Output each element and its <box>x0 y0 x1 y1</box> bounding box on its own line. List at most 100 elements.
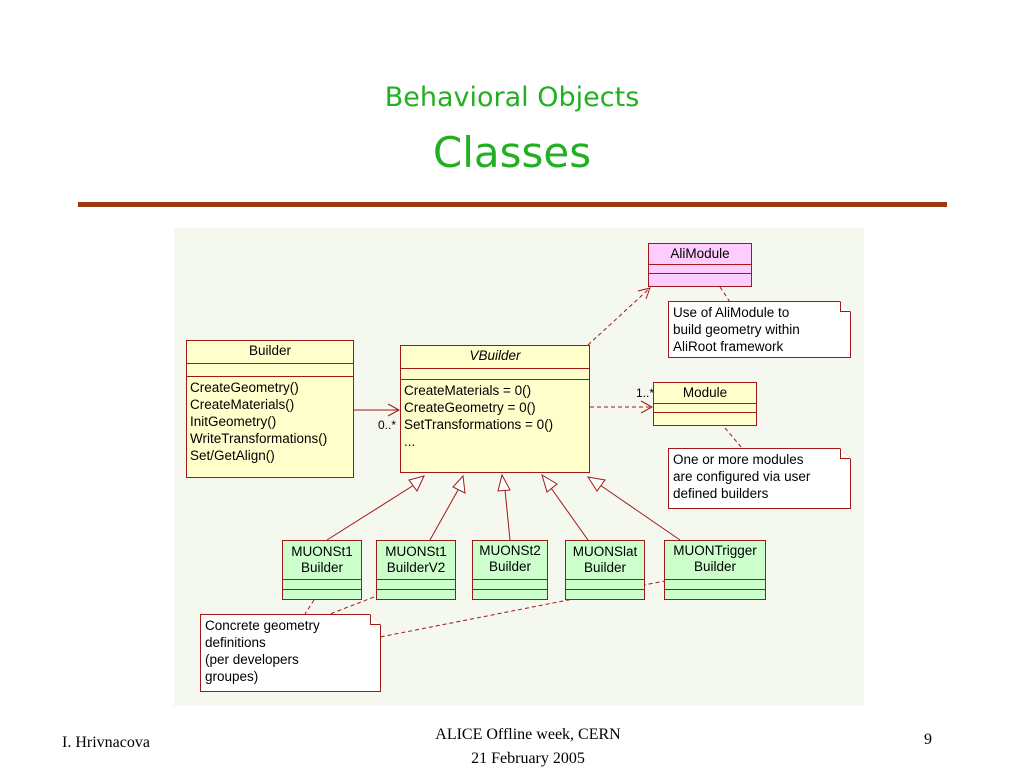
generalization-arrowhead-slat <box>541 473 558 493</box>
footer-event: ALICE Offline week, CERN 21 February 200… <box>0 723 1024 771</box>
note-fold-icon <box>840 448 851 459</box>
class-builder[interactable]: Builder CreateGeometry() CreateMaterials… <box>186 340 354 478</box>
class-muonslat-builder[interactable]: MUONSlat Builder <box>565 540 645 600</box>
operation: CreateMaterials() <box>190 397 295 412</box>
note-fold-icon <box>840 301 851 312</box>
operations-compartment <box>473 589 547 600</box>
note-line: build geometry within <box>673 322 800 337</box>
generalization-st1 <box>326 484 415 541</box>
note-fold-icon <box>370 614 381 625</box>
class-name-line: MUONSlat <box>572 544 638 559</box>
note-concrete-geometry: Concrete geometry definitions (per devel… <box>200 614 381 692</box>
class-muonst1-builder[interactable]: MUONSt1 Builder <box>282 540 362 600</box>
footer-event-line: ALICE Offline week, CERN <box>435 726 621 743</box>
note-anchor-st1v2 <box>329 586 401 615</box>
operations-compartment <box>283 589 361 600</box>
note-line: groupes) <box>205 669 259 684</box>
class-vbuilder[interactable]: VBuilder CreateMaterials = 0() CreateGeo… <box>400 345 590 473</box>
note-anchor-alimodule <box>719 286 731 303</box>
class-name-line: MUONSt1 <box>385 544 447 559</box>
class-name: VBuilder <box>469 348 521 363</box>
footer-date: 21 February 2005 <box>471 750 585 767</box>
attributes-compartment <box>377 579 455 589</box>
class-name-line: MUONTrigger <box>673 543 757 558</box>
class-muonst2-builder[interactable]: MUONSt2 Builder <box>472 540 548 600</box>
class-module[interactable]: Module <box>653 382 757 426</box>
note-line: Concrete geometry <box>205 618 320 633</box>
note-module: One or more modules are configured via u… <box>668 448 851 509</box>
class-alimodule[interactable]: AliModule <box>648 243 752 287</box>
note-anchor-module <box>724 427 743 449</box>
class-name: AliModule <box>670 246 730 261</box>
class-name-line: BuilderV2 <box>386 560 446 575</box>
note-anchor-st1 <box>304 599 315 615</box>
multiplicity-builder-vbuilder: 0..* <box>378 418 397 432</box>
attributes-compartment <box>566 579 644 589</box>
generalization-arrowhead-st1v2 <box>452 474 466 494</box>
footer-author: I. Hrivnacova <box>62 734 150 751</box>
operations-compartment <box>377 589 455 600</box>
operation: CreateGeometry = 0() <box>404 400 536 415</box>
note-line: AliRoot framework <box>673 339 784 354</box>
note-alimodule: Use of AliModule to build geometry withi… <box>668 301 851 358</box>
note-line: definitions <box>205 635 266 650</box>
class-name-line: Builder <box>583 560 627 575</box>
operations-compartment <box>654 412 756 427</box>
operation: Set/GetAlign() <box>190 448 275 463</box>
note-line: Use of AliModule to <box>673 305 790 320</box>
multiplicity-vbuilder-module: 1..* <box>636 386 655 400</box>
dependency-arrowhead-module <box>640 400 654 414</box>
attributes-compartment <box>187 363 353 376</box>
slide-subtitle: Classes <box>432 128 592 177</box>
attributes-compartment <box>473 579 547 589</box>
operation: CreateGeometry() <box>190 380 299 395</box>
association-arrowhead <box>387 403 401 417</box>
class-name: Builder <box>248 343 292 358</box>
operation: CreateMaterials = 0() <box>404 383 532 398</box>
class-name: MUONSt1 Builder <box>283 541 361 579</box>
dependency-arrowhead-alimodule <box>637 287 651 300</box>
title-divider <box>78 202 947 207</box>
operations-compartment <box>665 589 765 600</box>
generalization-arrowhead-trigger <box>586 476 606 492</box>
class-name: MUONSt1 BuilderV2 <box>377 541 455 579</box>
attributes-compartment <box>665 579 765 589</box>
class-name-line: MUONSt2 <box>479 543 541 558</box>
generalization-arrowhead-st2 <box>497 473 511 492</box>
class-name: MUONSlat Builder <box>566 541 644 579</box>
note-line: defined builders <box>673 486 769 501</box>
attributes-compartment <box>654 403 756 412</box>
class-name: Module <box>682 385 728 400</box>
note-line: (per developers <box>205 652 299 667</box>
attributes-compartment <box>401 368 589 379</box>
class-name: MUONSt2 Builder <box>473 541 547 579</box>
class-name-line: Builder <box>693 559 737 574</box>
class-muonst1-builderv2[interactable]: MUONSt1 BuilderV2 <box>376 540 456 600</box>
generalization-trigger <box>599 484 681 541</box>
page-number: 9 <box>924 731 932 748</box>
operation: SetTransformations = 0() <box>404 417 554 432</box>
generalization-st2 <box>504 489 511 541</box>
operation: WriteTransformations() <box>190 431 328 446</box>
operations-compartment <box>566 589 644 600</box>
operation: ... <box>404 434 416 449</box>
attributes-compartment <box>283 579 361 589</box>
class-name-line: Builder <box>488 559 532 574</box>
class-name-line: MUONSt1 <box>291 544 353 559</box>
class-name: MUONTrigger Builder <box>665 541 765 579</box>
class-muontrigger-builder[interactable]: MUONTrigger Builder <box>664 540 766 600</box>
operations-compartment: CreateMaterials = 0() CreateGeometry = 0… <box>401 379 589 452</box>
dependency-vbuilder-alimodule <box>587 287 651 346</box>
generalization-slat <box>550 487 589 541</box>
slide-title: Behavioral Objects <box>384 82 640 113</box>
operation: InitGeometry() <box>190 414 277 429</box>
operations-compartment <box>649 273 751 288</box>
note-line: are configured via user <box>673 469 811 484</box>
attributes-compartment <box>649 264 751 273</box>
generalization-arrowhead-st1 <box>408 475 425 492</box>
generalization-st1v2 <box>429 489 459 541</box>
class-name-line: Builder <box>300 560 344 575</box>
note-line: One or more modules <box>673 452 804 467</box>
operations-compartment: CreateGeometry() CreateMaterials() InitG… <box>187 376 353 466</box>
